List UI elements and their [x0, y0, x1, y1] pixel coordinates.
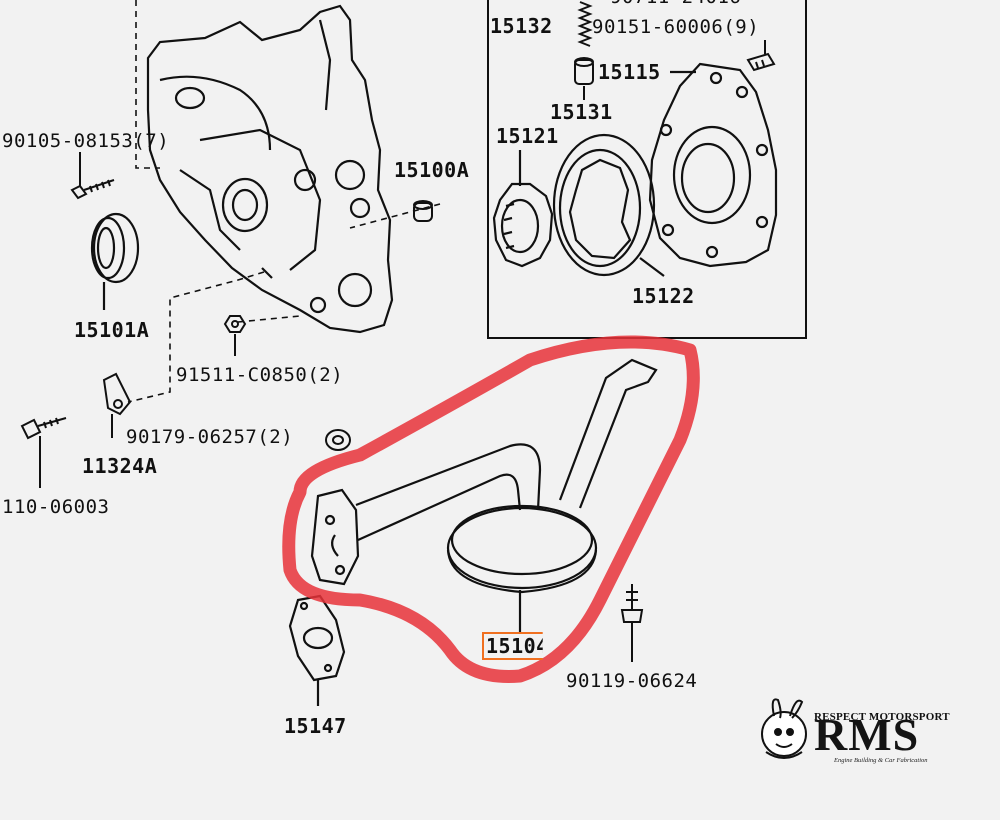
label-90179: 90179-06257(2)	[126, 426, 294, 448]
label-15101A: 15101A	[74, 318, 150, 342]
label-15131: 15131	[550, 100, 613, 124]
logo-sub-text: Engine Building & Car Fabrication	[834, 757, 928, 764]
part-15100A	[413, 200, 433, 222]
rms-logo: RESPECT MOTORSPORT RMS Engine Building &…	[756, 698, 966, 768]
label-15122: 15122	[632, 284, 695, 308]
washer-90179	[325, 429, 351, 451]
driven-rotor-15122	[552, 133, 665, 277]
label-15147: 15147	[284, 714, 347, 738]
pump-cover-15115	[648, 62, 778, 268]
label-15115: 15115	[598, 60, 661, 84]
label-110-06003: 110-06003	[2, 496, 110, 518]
bolt-90119	[620, 584, 644, 662]
screw-90151	[746, 40, 776, 72]
plug-15131	[574, 57, 594, 100]
logo-top-text: RESPECT MOTORSPORT	[814, 711, 950, 723]
relief-spring-15132	[577, 1, 593, 47]
gasket-15147	[288, 594, 346, 706]
label-91511: 91511-C0850(2)	[176, 364, 344, 386]
nut-91511	[223, 315, 247, 356]
timing-cover	[146, 4, 394, 334]
bolt-90105	[70, 152, 115, 200]
drive-gear-15121	[492, 150, 554, 268]
label-15121: 15121	[496, 124, 559, 148]
bracket-11324A	[102, 372, 132, 438]
logo-main-text: RMS	[814, 709, 920, 760]
label-90119: 90119-06624	[566, 670, 698, 692]
logo-mascot	[761, 698, 807, 759]
label-15100A: 15100A	[394, 158, 470, 182]
label-90105: 90105-08153(7)	[2, 130, 170, 152]
label-15104-selected[interactable]: 15104	[482, 632, 549, 660]
dashed-leaders	[127, 0, 441, 403]
oil-strainer-15104	[310, 358, 658, 632]
label-11324A: 11324A	[82, 454, 158, 478]
bolt-110-06003	[20, 417, 67, 488]
oil-seal-15101A	[90, 212, 140, 310]
highlight-outline	[282, 335, 700, 683]
label-90711: 90711-24016	[610, 0, 741, 7]
label-15132: 15132	[490, 14, 553, 38]
label-90151: 90151-60006(9)	[592, 16, 760, 38]
